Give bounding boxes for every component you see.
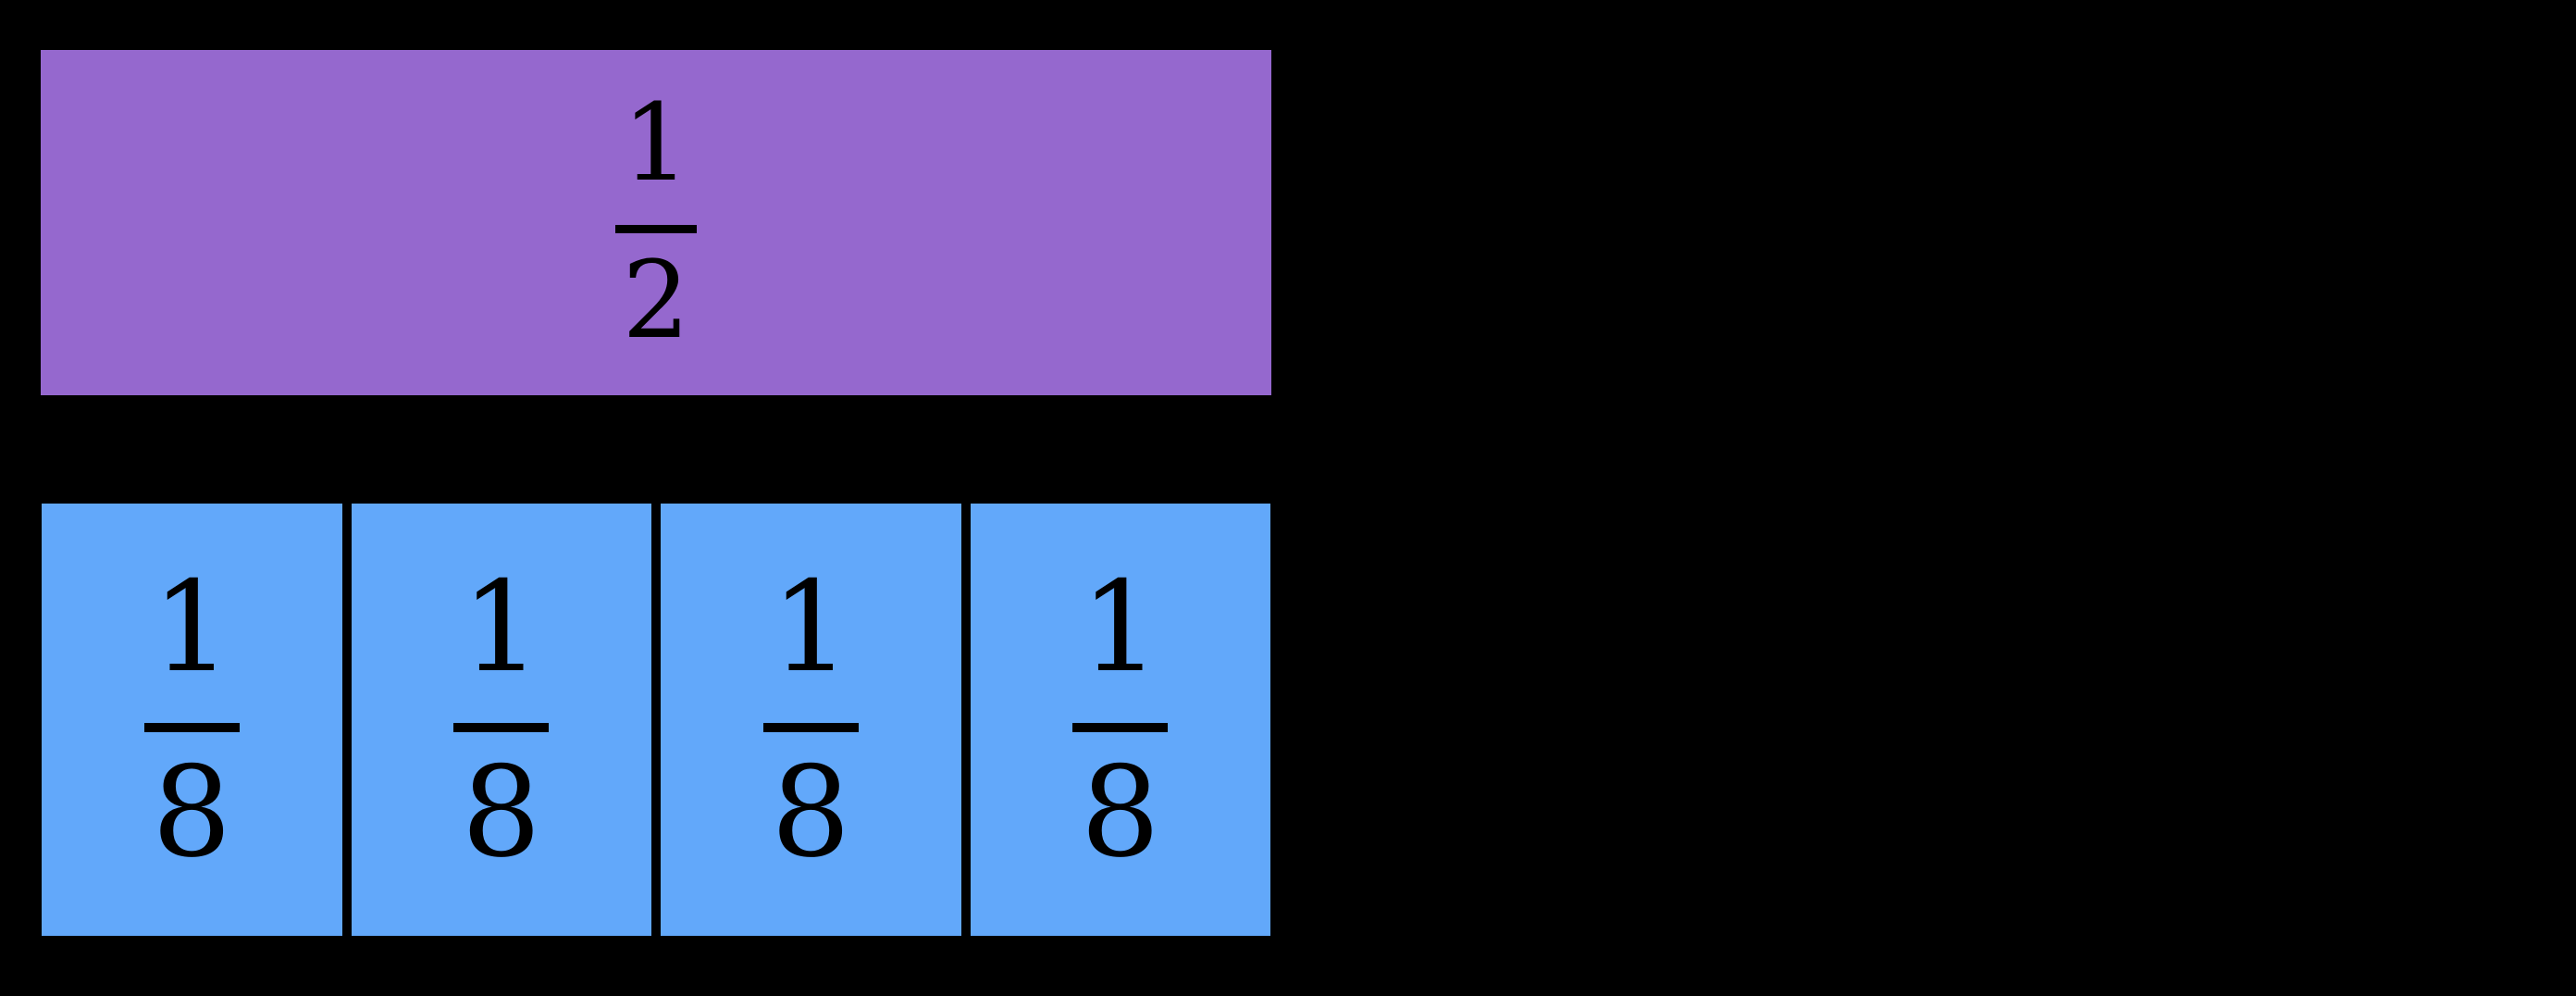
- eighth-fraction-bar: [762, 722, 859, 733]
- half-bar: 1 2: [41, 50, 1271, 395]
- eighth-numerator: 1: [771, 554, 851, 701]
- eighth-cell: 1 8: [970, 504, 1270, 936]
- eighth-fraction-bar: [1072, 722, 1169, 733]
- half-fraction-bar: [615, 225, 697, 234]
- eighth-fraction: 1 8: [143, 554, 240, 885]
- eighth-cell: 1 8: [661, 504, 961, 936]
- eighth-fraction: 1 8: [762, 554, 859, 885]
- eighth-fraction-bar: [143, 722, 240, 733]
- half-numerator: 1: [622, 81, 690, 206]
- eighth-fraction: 1 8: [1072, 554, 1169, 885]
- eighth-denominator: 8: [1080, 739, 1160, 885]
- eighth-fraction-bar: [453, 722, 550, 733]
- eighth-cell: 1 8: [42, 504, 342, 936]
- eighth-numerator: 1: [1080, 554, 1160, 701]
- half-denominator: 2: [622, 238, 690, 363]
- eighth-denominator: 8: [152, 739, 232, 885]
- eighth-numerator: 1: [461, 554, 541, 701]
- eighth-cells-row: 1 8 1 8 1 8 1 8: [42, 504, 1270, 936]
- eighth-denominator: 8: [771, 739, 851, 885]
- half-fraction: 1 2: [615, 91, 697, 355]
- eighth-cell: 1 8: [351, 504, 651, 936]
- eighth-fraction: 1 8: [453, 554, 550, 885]
- eighth-numerator: 1: [152, 554, 232, 701]
- eighth-denominator: 8: [461, 739, 541, 885]
